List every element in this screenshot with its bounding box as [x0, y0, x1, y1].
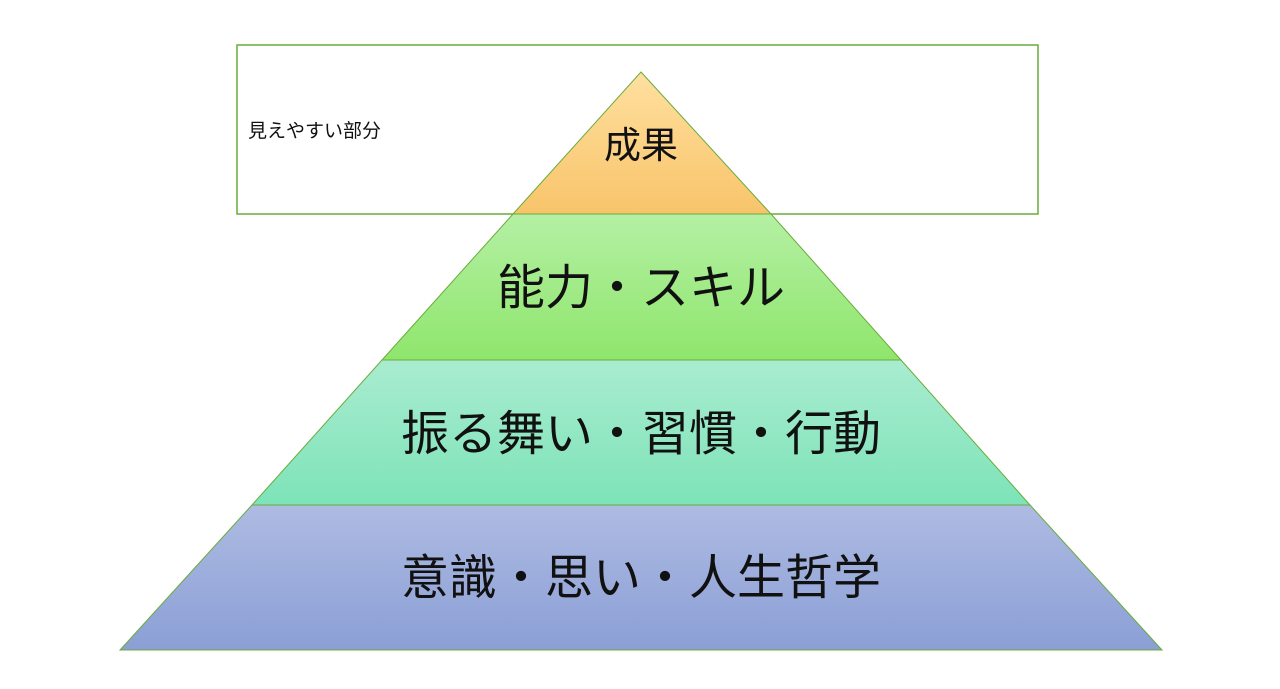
layer-label-results: 成果 [604, 124, 678, 167]
visible-area-label: 見えやすい部分 [248, 120, 381, 142]
pyramid-layer-results [511, 71, 773, 215]
layer-label-skills: 能力・スキル [497, 260, 785, 316]
layer-label-behavior: 振る舞い・習慣・行動 [401, 406, 881, 462]
layer-label-foundation: 意識・思い・人生哲学 [401, 550, 881, 606]
